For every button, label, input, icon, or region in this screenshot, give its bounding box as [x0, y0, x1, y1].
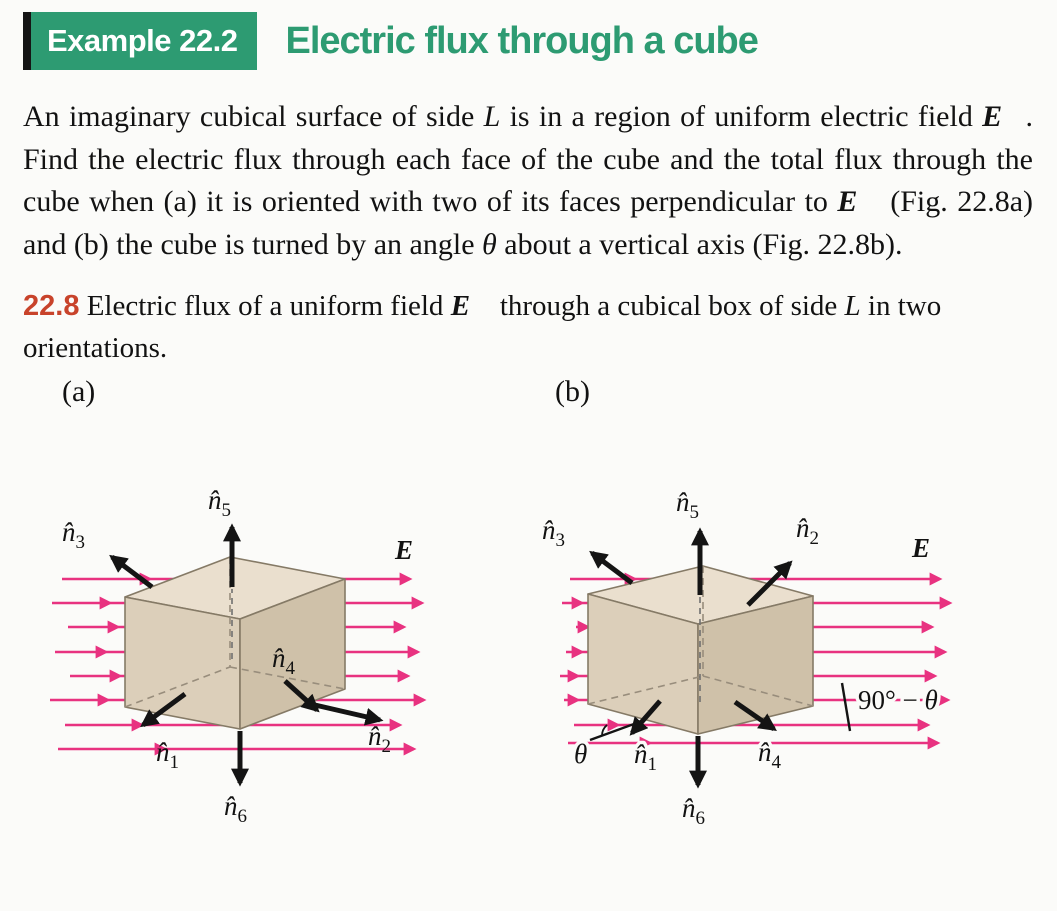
- n3-label: n̂3: [542, 515, 565, 551]
- theta-label: θ: [574, 739, 587, 769]
- n1-arrow: [629, 699, 662, 736]
- E-field-label: E⃗: [394, 535, 434, 565]
- normal-arrows-b: [589, 527, 793, 789]
- vector-E: E⃗: [982, 100, 1026, 133]
- n2-label: n̂2: [796, 513, 819, 549]
- problem-segment: . Find the electric flux through each fa…: [23, 100, 1033, 219]
- n4-arrow: [283, 678, 320, 713]
- figure-22-8: (a): [10, 373, 1057, 849]
- labels-b: n̂5 n̂3 n̂2 n̂1 n̂4 n̂6 E⃗ θ 90° − θ: [542, 487, 951, 829]
- n2-label: n̂2: [368, 721, 391, 757]
- problem-segment: about a vertical axis (Fig. 22.8b).: [496, 227, 903, 261]
- diagram-a-cube-perpendicular: n̂5 n̂3 n̂1 n̂4 n̂2 n̂6 E⃗: [50, 485, 434, 827]
- variable-theta: θ: [482, 227, 497, 261]
- n5-label: n̂5: [676, 487, 699, 523]
- n3-arrow: [109, 554, 154, 589]
- normal-arrows-a: [109, 523, 384, 787]
- problem-segment: An imaginary cubical surface of side: [23, 100, 484, 133]
- n5-label: n̂5: [208, 485, 231, 521]
- variable-L: L: [483, 100, 501, 133]
- cube-left-face: [124, 595, 241, 730]
- ninety-minus-theta-label: 90° − θ: [858, 685, 938, 715]
- cube-right-face: [239, 577, 346, 730]
- n1-arrow: [140, 691, 187, 727]
- n4-label: n̂4: [758, 737, 782, 773]
- n1-label: n̂1: [634, 739, 657, 775]
- cube-hidden-edges: [587, 565, 814, 707]
- n4-arrow: [733, 699, 777, 731]
- figure-caption: 22.8 Electric flux of a uniform field E⃗…: [23, 286, 1033, 368]
- n2-arrow: [746, 560, 793, 607]
- caption-segment: Electric flux of a uniform field: [79, 290, 451, 323]
- problem-segment: (Fig. 22.8a) and (b) the cube is turned …: [23, 185, 1034, 261]
- subfigure-a-label: (a): [62, 374, 96, 408]
- theta-angle-arc: [601, 724, 608, 736]
- example-badge: Example 22.2: [23, 12, 258, 70]
- example-header: Example 22.2 Electric flux through a cub…: [23, 12, 1037, 70]
- example-title: Electric flux through a cube: [285, 19, 758, 62]
- cube-a: [124, 555, 346, 730]
- n6-label: n̂6: [682, 793, 705, 829]
- n3-arrow: [589, 550, 634, 585]
- n1-label: n̂1: [156, 737, 179, 773]
- problem-segment: is in a region of uniform electric field: [500, 100, 983, 133]
- caption-segment: through a cubical box of side: [492, 290, 845, 323]
- n3-label: n̂3: [62, 517, 85, 553]
- n6-label: n̂6: [224, 791, 247, 827]
- E-field-label: E⃗: [911, 533, 951, 563]
- variable-L: L: [844, 290, 861, 323]
- subfigure-b: (b): [530, 373, 1055, 849]
- n2-arrow: [314, 702, 384, 726]
- problem-statement: An imaginary cubical surface of side L i…: [23, 96, 1033, 266]
- diagram-b-cube-rotated: n̂5 n̂3 n̂2 n̂1 n̂4 n̂6 E⃗ θ 90° − θ: [542, 487, 953, 829]
- right-angle-line: [840, 682, 852, 731]
- caption-segment: in two orientations.: [23, 290, 942, 364]
- n4-label: n̂4: [272, 643, 296, 679]
- subfigure-b-label: (b): [555, 374, 590, 408]
- labels-a: n̂5 n̂3 n̂1 n̂4 n̂2 n̂6 E⃗: [62, 485, 434, 827]
- vector-E: E⃗: [450, 290, 493, 323]
- figure-number: 22.8: [23, 290, 80, 323]
- vector-E: E⃗: [837, 185, 881, 219]
- subfigure-a: (a): [10, 373, 530, 849]
